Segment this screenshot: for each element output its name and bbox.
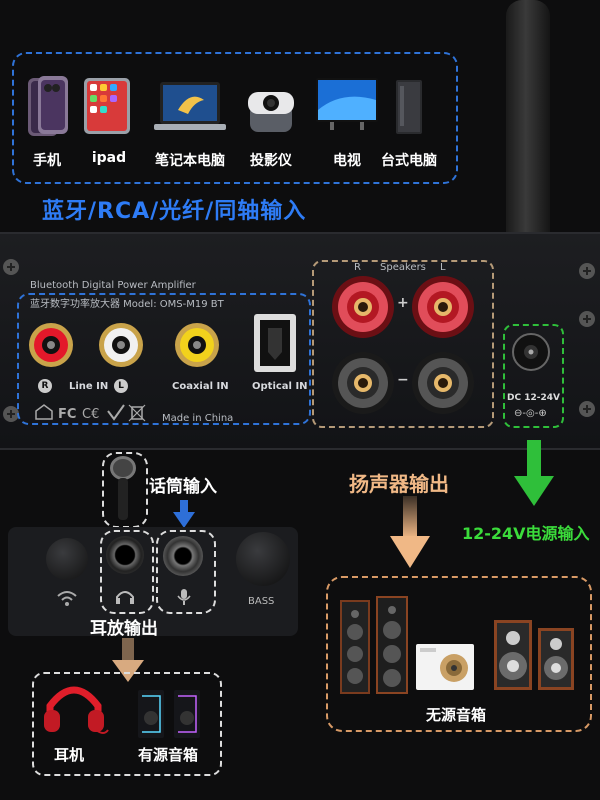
optical-in-label: Optical IN [252,381,308,392]
coaxial-port[interactable] [174,322,220,368]
amplifier-title-cn: 蓝牙数字功率放大器 Model: OMS-M19 BT [30,299,224,310]
active-speakers-icon [138,690,200,738]
svg-text:C€: C€ [82,407,99,422]
speakers-label: Speakers [380,262,426,273]
rca-right-port[interactable] [28,322,74,368]
headphones-icon [44,686,109,734]
projector-icon [248,92,294,132]
active-speakers-label: 有源音箱 [138,746,199,764]
speaker-terminal-r-minus[interactable] [330,350,396,416]
screw-icon [579,263,595,279]
optical-port[interactable] [252,312,298,374]
input-types-headline: 蓝牙/RCA/光纤/同轴输入 [42,199,307,224]
laptop-icon [154,82,226,130]
dc-voltage-label: DC 12-24V [507,393,560,403]
speaker-output-callout: 扬声器输出 [349,472,449,496]
mic-jack[interactable] [163,536,203,576]
smartphone-icon [28,76,68,136]
bass-knob[interactable] [236,532,290,586]
amplifier-title-en: Bluetooth Digital Power Amplifier [30,280,196,291]
svg-text:FC: FC [58,407,76,422]
speaker-r-label: R [354,262,361,273]
blue-mic-arrow [173,500,195,534]
coaxial-in-label: Coaxial IN [172,381,229,392]
device-smartphone: 手机 [12,70,82,169]
screw-icon [3,406,19,422]
monitor-speakers-icon [494,620,574,690]
green-down-arrow [512,440,556,512]
device-projector: 投影仪 [236,70,306,169]
screw-icon [579,311,595,327]
headphone-jack-group [100,530,154,614]
svg-text:⊖-◎-⊕: ⊖-◎-⊕ [514,408,547,419]
device-desktop-pc: 台式电脑 [374,70,444,169]
dc-power-group [503,324,564,428]
microphone-icon [110,456,136,520]
l-channel-marker: L [114,379,128,393]
headphone-output-group [32,672,222,776]
minus-sign: − [397,372,409,388]
tablet-icon [84,78,130,134]
rca-left-port[interactable] [98,322,144,368]
passive-speakers-group [326,576,592,732]
bookshelf-speaker-icon [416,644,474,690]
headphone-jack[interactable] [106,536,144,574]
headphone-icon [116,591,134,604]
bluetooth-button[interactable] [46,538,88,580]
dc-power-jack[interactable] [510,330,552,374]
made-in-label: Made in China [162,413,234,424]
orange-speaker-arrow [388,496,432,574]
input-sources-group [12,52,458,184]
line-in-label: Line IN [69,381,109,392]
microphone-small-icon [177,589,191,605]
certification-icons: FC C€ [35,404,146,422]
plus-sign: + [397,295,409,311]
device-label: 电视 [333,153,361,169]
screw-icon [3,259,19,275]
passive-speakers-label: 无源音箱 [426,706,487,724]
mic-jack-group [156,530,216,614]
floorstanding-speakers-icon [340,596,408,694]
speaker-terminal-l-minus[interactable] [410,350,476,416]
dc-polarity-icon: ⊖-◎-⊕ [514,408,547,419]
headphone-output-callout: 耳放输出 [90,619,158,639]
device-label: 笔记本电脑 [155,153,225,169]
device-label: 投影仪 [250,153,292,169]
bass-label: BASS [248,596,275,607]
input-ports-group [17,293,311,425]
device-tv: 电视 [312,70,382,169]
tv-icon [316,78,378,130]
device-label: 台式电脑 [381,153,437,169]
headphones-label: 耳机 [54,746,85,764]
mic-input-callout: 话筒输入 [149,477,217,497]
speaker-terminal-r-plus[interactable] [330,274,396,340]
desktop-pc-icon [396,80,422,134]
speaker-terminals-group [312,260,494,428]
wifi-bluetooth-icon [57,591,77,606]
r-channel-marker: R [38,379,52,393]
device-label: ipad [91,150,127,166]
screw-icon [579,401,595,417]
power-input-callout: 12-24V电源输入 [462,524,590,543]
orange-headphone-arrow [110,638,146,688]
device-tablet: ipad [74,70,144,166]
device-laptop: 笔记本电脑 [148,70,232,169]
speaker-l-label: L [440,262,446,273]
speaker-terminal-l-plus[interactable] [410,274,476,340]
device-label: 手机 [33,153,61,169]
